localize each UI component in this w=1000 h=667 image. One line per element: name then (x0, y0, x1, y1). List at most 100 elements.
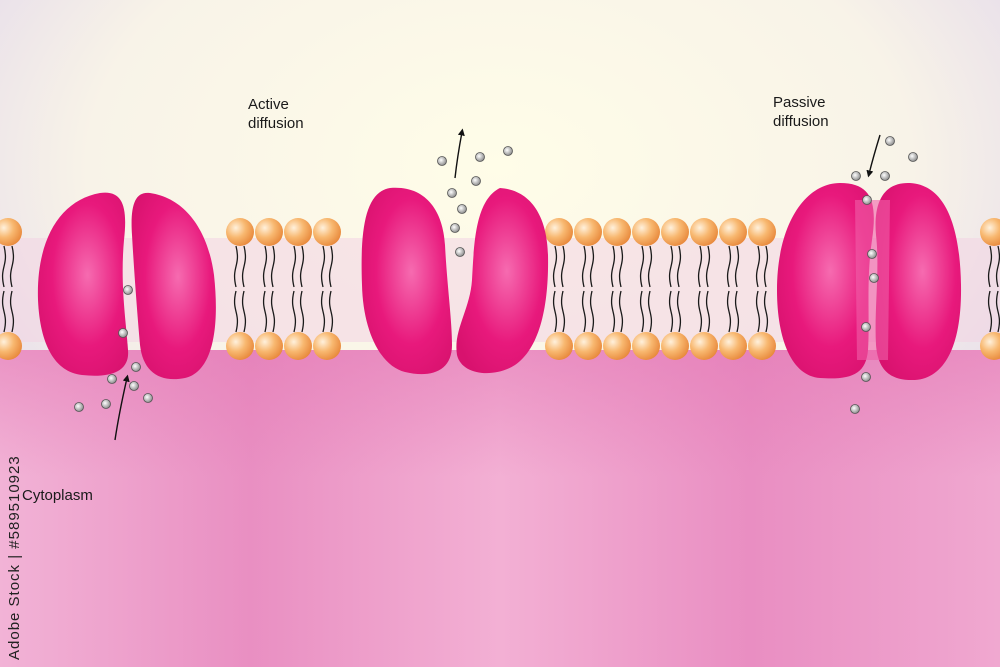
lipid-tail (668, 290, 674, 333)
molecule (118, 328, 128, 338)
lipid-tail (581, 245, 587, 288)
lipid-tail (1, 245, 7, 288)
lipid-tail (676, 245, 682, 288)
lipid-tail (995, 245, 1000, 288)
lipid-head (690, 218, 718, 246)
active-label-line1: Active (248, 96, 289, 113)
lipid-head (980, 332, 1000, 360)
lipid-tail (668, 245, 674, 288)
active-label-line2: diffusion (248, 115, 304, 132)
molecule (471, 176, 481, 186)
lipid-tail (676, 290, 682, 333)
lipid-head (284, 218, 312, 246)
protein-subunit (456, 188, 549, 374)
lipid-head (748, 218, 776, 246)
lipid-tail (233, 245, 239, 288)
molecule (862, 195, 872, 205)
lipid-tail (726, 245, 732, 288)
lipid-tail (987, 290, 993, 333)
lipid-tail (291, 245, 297, 288)
molecule (475, 152, 485, 162)
lipid-tail (241, 245, 247, 288)
lipid-tail (610, 290, 616, 333)
lipid-head (0, 332, 22, 360)
lipid-tail (299, 290, 305, 333)
lipid-head (603, 332, 631, 360)
molecule (880, 171, 890, 181)
active-diffusion-label: Active diffusion (248, 95, 304, 133)
molecule (447, 188, 457, 198)
lipid-tail (299, 245, 305, 288)
lipid-tail (560, 290, 566, 333)
molecule (101, 399, 111, 409)
lipid-tail (328, 290, 334, 333)
lipid-tail (734, 245, 740, 288)
passive-diffusion-label: Passive diffusion (773, 93, 829, 131)
protein-subunit (361, 187, 452, 375)
arrow-icon (454, 128, 465, 179)
molecule (885, 136, 895, 146)
lipid-tail (639, 245, 645, 288)
lipid-tail (995, 290, 1000, 333)
lipid-head (603, 218, 631, 246)
channel-protein-middle (361, 187, 549, 375)
lipid-head (545, 218, 573, 246)
channel-protein-left (37, 192, 216, 380)
molecule (437, 156, 447, 166)
lipid-tail (581, 290, 587, 333)
lipid-tail (262, 290, 268, 333)
lipid-head (226, 332, 254, 360)
lipid-tail (291, 290, 297, 333)
cytoplasm-shade (0, 350, 1000, 667)
molecule (74, 402, 84, 412)
lipid-tail (589, 245, 595, 288)
lipid-head (661, 218, 689, 246)
lipid-head (661, 332, 689, 360)
molecule (450, 223, 460, 233)
lipid-tail (697, 245, 703, 288)
lipid-head (545, 332, 573, 360)
lipid-head (690, 332, 718, 360)
lipid-tail (233, 290, 239, 333)
molecule (850, 404, 860, 414)
lipid-tail (726, 290, 732, 333)
lipid-head (632, 332, 660, 360)
passive-label-line1: Passive (773, 94, 826, 111)
molecule (143, 393, 153, 403)
arrow-icon (114, 374, 130, 441)
molecule (107, 374, 117, 384)
lipid-tail (610, 245, 616, 288)
lipid-tail (618, 245, 624, 288)
molecule (455, 247, 465, 257)
lipid-tails (1, 245, 1000, 333)
lipid-tail (9, 245, 15, 288)
lipid-head (0, 218, 22, 246)
molecule (869, 273, 879, 283)
molecule (867, 249, 877, 259)
lipid-tail (320, 290, 326, 333)
lipid-tail (763, 290, 769, 333)
lipid-tail (270, 290, 276, 333)
lipid-head (313, 332, 341, 360)
lipid-tail (647, 245, 653, 288)
lipid-tail (552, 290, 558, 333)
molecule (861, 372, 871, 382)
lipid-tail (241, 290, 247, 333)
lipid-tail (755, 245, 761, 288)
molecule (851, 171, 861, 181)
lipid-heads (0, 218, 1000, 360)
lipid-tail (697, 290, 703, 333)
lipid-tail (552, 245, 558, 288)
lipid-head (574, 332, 602, 360)
lipid-tail (320, 245, 326, 288)
lipid-tail (589, 290, 595, 333)
lipid-tail (270, 245, 276, 288)
lipid-head (255, 218, 283, 246)
lipid-tail (647, 290, 653, 333)
molecule (457, 204, 467, 214)
protein-subunit (37, 192, 129, 376)
lipid-tail (262, 245, 268, 288)
protein-subunit (777, 183, 874, 379)
molecule (908, 152, 918, 162)
